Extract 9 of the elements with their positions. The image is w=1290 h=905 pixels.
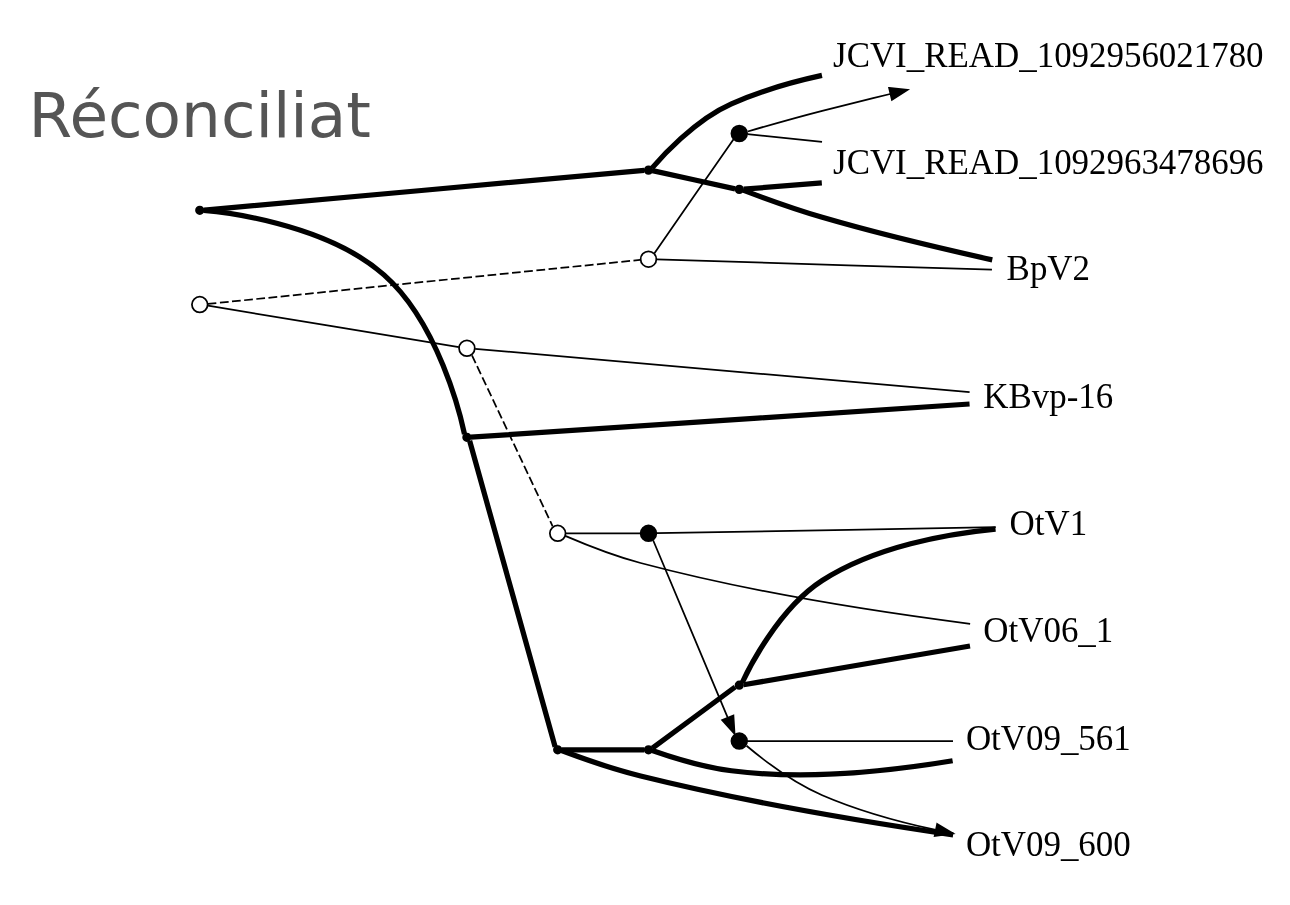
node-text: OtV09_561 [965,718,1131,758]
node-text: OtV06_1 [983,610,1114,650]
node-text: KBvp-16 [983,376,1114,416]
node-text: OtV09_600 [965,824,1131,864]
node-text: BpV2 [1006,248,1091,288]
node-text: OtV1 [1009,503,1088,543]
node-text: JCVI_READ_1092956021780 [833,35,1264,75]
node-text: JCVI_READ_1092963478696 [833,142,1264,182]
label: Réconciliat [28,78,371,152]
